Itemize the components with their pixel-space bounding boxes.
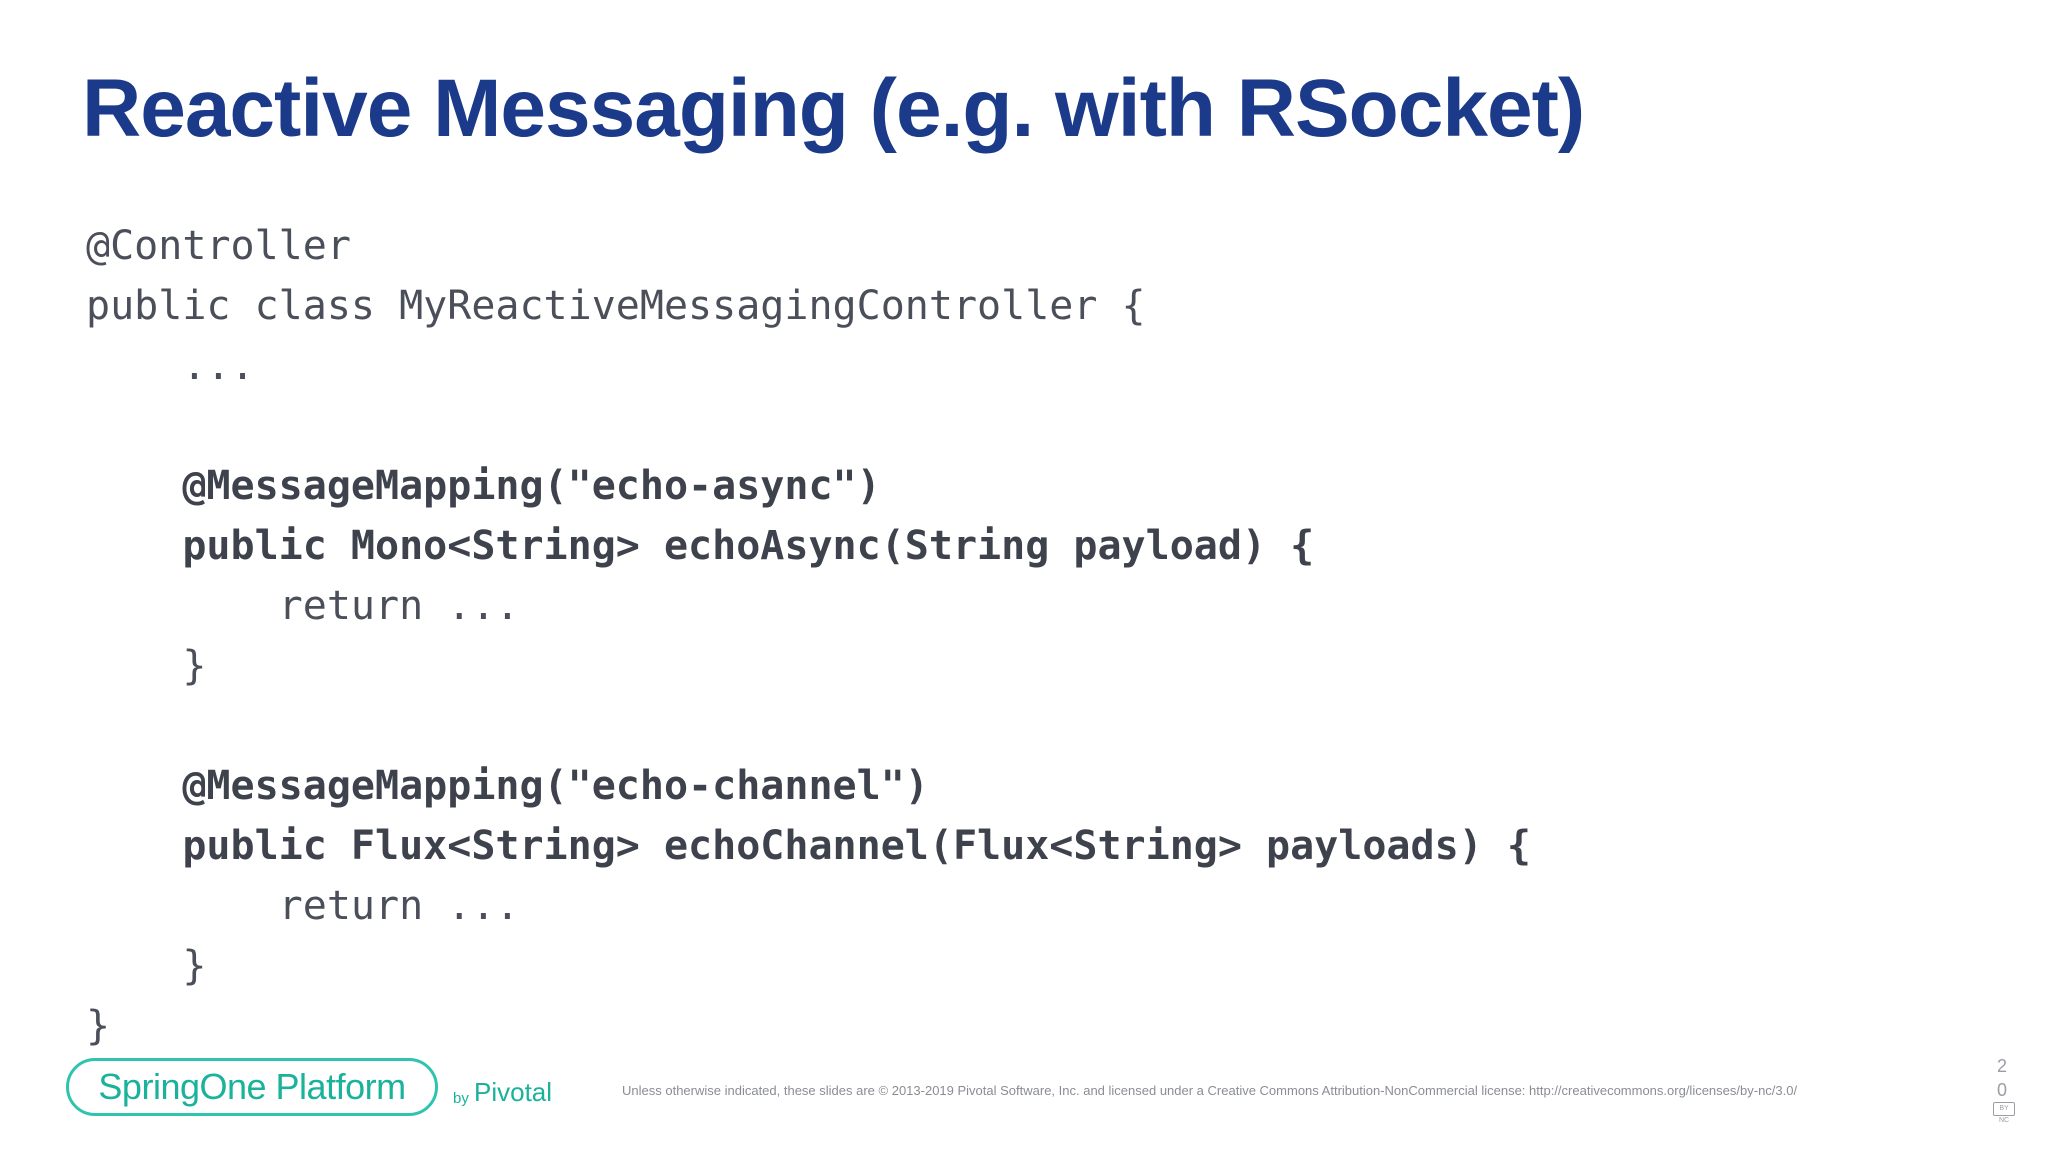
page-number-digit: 0 xyxy=(1996,1080,2007,1100)
page-number-digit: 2 xyxy=(1996,1056,2007,1076)
springone-platform-logo: SpringOne Platform xyxy=(66,1058,438,1116)
pivotal-logo: Pivotal xyxy=(474,1077,553,1107)
code-line: public Flux<String> echoChannel(Flux<Str… xyxy=(86,823,1531,869)
code-line: return ... xyxy=(86,883,520,929)
license-notice: Unless otherwise indicated, these slides… xyxy=(622,1083,1798,1098)
brand-name: SpringOne Platform xyxy=(98,1066,406,1107)
code-line: return ... xyxy=(86,583,520,629)
brand-by-label: by xyxy=(453,1090,469,1107)
code-line: @MessageMapping("echo-async") xyxy=(86,463,881,509)
code-line xyxy=(86,396,1531,456)
code-line: } xyxy=(86,943,207,989)
code-block: @Controller public class MyReactiveMessag… xyxy=(86,216,1531,1056)
slide-title: Reactive Messaging (e.g. with RSocket) xyxy=(82,63,1585,154)
creative-commons-icon: BY NC xyxy=(1993,1102,2015,1124)
code-line xyxy=(86,696,1531,756)
page-number: 2 0 xyxy=(1992,1054,2012,1102)
code-line: public Mono<String> echoAsync(String pay… xyxy=(86,523,1315,569)
code-line: } xyxy=(86,1003,111,1049)
code-line: } xyxy=(86,643,207,689)
footer: SpringOne Platform by Pivotal Unless oth… xyxy=(0,1050,2048,1130)
code-line: @MessageMapping("echo-channel") xyxy=(86,763,929,809)
code-line: public class MyReactiveMessagingControll… xyxy=(86,283,1146,329)
code-line: @Controller xyxy=(86,223,351,269)
code-line: ... xyxy=(86,343,255,389)
